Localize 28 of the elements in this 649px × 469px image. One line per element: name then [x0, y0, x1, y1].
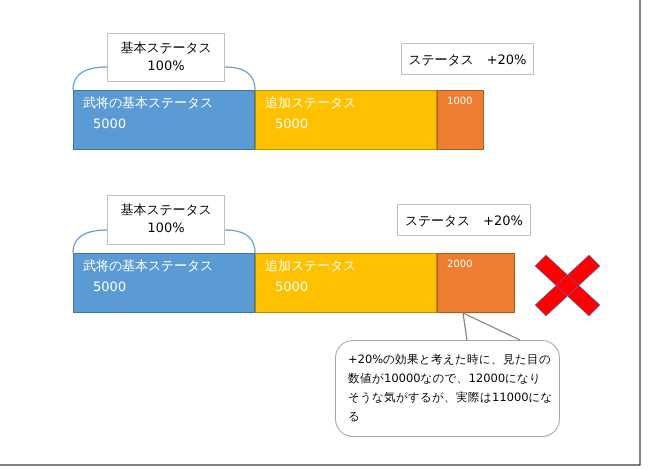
bar-label: 武将の基本ステータス [83, 258, 213, 275]
bar-value: 1000 [447, 96, 472, 107]
bar-segment [255, 253, 437, 313]
callout-tail [462, 312, 521, 341]
percent-value: 100% [146, 59, 186, 74]
callout-text: +20%の効果と考えた時に、見た目の数値が10000なので、12000になりそうな気がするが、実際は11000になる [348, 351, 553, 425]
bar-segment [437, 253, 515, 313]
bar-label: 追加ステータス [265, 258, 356, 275]
label-box [107, 33, 225, 82]
bar-segment [73, 253, 255, 313]
label-box [401, 43, 534, 75]
percent-value: 100% [146, 221, 186, 236]
bar-value: 5000 [93, 117, 126, 132]
bar-segment [73, 90, 255, 150]
bar-value: 5000 [93, 280, 126, 295]
bar-segment [437, 90, 484, 150]
label-text: 基本ステータス [120, 202, 212, 219]
bar-value: 2000 [447, 259, 472, 270]
label-box [107, 195, 225, 245]
label-text: ステータス +20% [408, 52, 528, 69]
bar-label: 追加ステータス [265, 95, 356, 112]
bar-segment [255, 90, 437, 150]
label-box [397, 204, 531, 236]
label-text: ステータス +20% [404, 213, 524, 230]
label-text: 基本ステータス [120, 40, 212, 57]
bar-label: 武将の基本ステータス [83, 95, 213, 112]
bar-value: 5000 [275, 117, 308, 132]
bar-value: 5000 [275, 280, 308, 295]
